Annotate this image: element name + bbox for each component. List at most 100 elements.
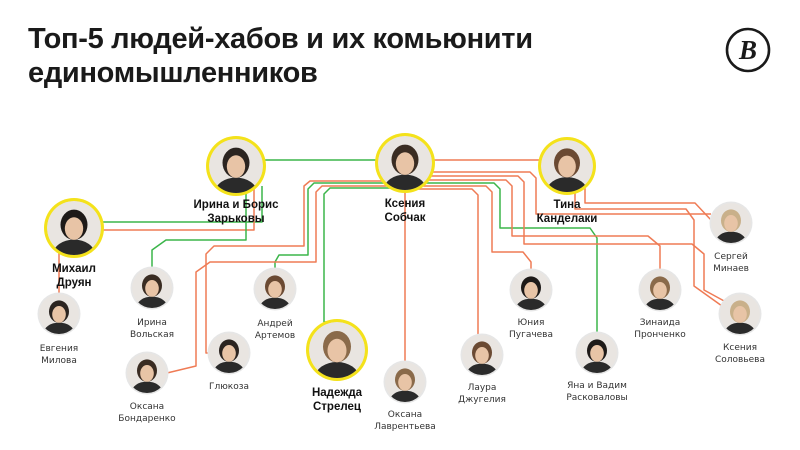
person-name-line: Зинаида xyxy=(639,318,681,328)
person-node-bondarenko[interactable] xyxy=(125,351,169,404)
person-name-line: Артемов xyxy=(254,331,296,341)
person-name-line: Сергей xyxy=(714,252,748,262)
person-node-minaev[interactable] xyxy=(709,201,753,254)
person-name-line: Минаев xyxy=(713,264,749,274)
person-name-line: Лаура xyxy=(467,383,497,393)
person-name-line: Расковаловы xyxy=(566,393,628,403)
person-node-druyan[interactable] xyxy=(44,198,104,269)
portrait-photo xyxy=(209,333,249,373)
person-name-glyukoza: Глюкоза xyxy=(209,381,249,393)
person-name-line: Евгения xyxy=(39,344,79,354)
person-name-line: Зарьковы xyxy=(207,213,265,225)
link-sobchak-raskovalovy xyxy=(424,182,598,333)
person-node-kandelaki[interactable] xyxy=(538,137,596,206)
link-sobchak-artemov xyxy=(274,182,386,269)
person-node-artemov[interactable] xyxy=(253,267,297,320)
portrait-photo xyxy=(209,139,263,193)
person-name-line: Милова xyxy=(41,356,77,366)
link-zarkovy-druyan xyxy=(101,186,263,223)
person-name-line: Андрей xyxy=(257,319,293,329)
link-kandelaki-minaev xyxy=(584,186,712,221)
person-name-line: Бондаренко xyxy=(118,414,176,424)
person-node-glyukoza[interactable] xyxy=(207,331,251,384)
person-name-line: Надежда xyxy=(311,387,363,399)
person-name-line: Стрелец xyxy=(313,401,361,413)
person-name-line: Ирина и Борис xyxy=(193,199,279,211)
portrait-photo xyxy=(132,268,172,308)
person-node-zarkovy[interactable] xyxy=(206,136,266,207)
person-name-line: Лаврентьева xyxy=(374,422,436,432)
title-line-2: единомышленников xyxy=(28,57,318,89)
person-name-line: Пугачева xyxy=(508,330,554,340)
person-name-line: Ксения xyxy=(384,198,426,210)
link-sobchak-pugacheva xyxy=(420,185,532,270)
portrait-photo xyxy=(640,270,680,310)
link-sobchak-solovyeva xyxy=(430,175,727,303)
person-name-line: Ксения xyxy=(722,343,758,353)
portrait-photo xyxy=(462,335,502,375)
person-name-line: Тина xyxy=(553,199,581,211)
person-name-line: Канделаки xyxy=(536,213,598,225)
portrait-photo xyxy=(309,322,365,378)
person-name-line: Собчак xyxy=(384,212,426,224)
person-name-line: Михаил xyxy=(52,263,96,275)
link-sobchak-bondarenko xyxy=(166,185,389,374)
link-sobchak-glyukoza xyxy=(205,180,383,354)
portrait-photo xyxy=(39,294,79,334)
link-sobchak-strelets xyxy=(323,187,393,323)
person-node-volskaya[interactable] xyxy=(130,266,174,319)
person-name-line: Вольская xyxy=(129,330,175,340)
person-node-dzhugeliya[interactable] xyxy=(460,333,504,386)
person-name-line: Друян xyxy=(56,277,92,289)
person-node-solovyeva[interactable] xyxy=(718,292,762,345)
logo-glyph: B xyxy=(738,35,757,65)
portrait-photo xyxy=(511,270,551,310)
portrait-photo xyxy=(47,201,101,255)
portrait-photo xyxy=(577,333,617,373)
person-name-line: Соловьева xyxy=(714,355,766,365)
title-line-1: Топ-5 людей-хабов и их комьюнити xyxy=(28,23,533,55)
portrait-photo xyxy=(127,353,167,393)
link-zarkovy-volskaya xyxy=(151,190,247,268)
person-name-line: Глюкоза xyxy=(208,382,250,392)
person-node-strelets[interactable] xyxy=(306,319,368,393)
connection-lines xyxy=(58,159,727,374)
person-node-milova[interactable] xyxy=(37,292,81,345)
link-sobchak-minaev xyxy=(432,171,711,215)
portrait-photo xyxy=(720,294,760,334)
person-name-line: Юния xyxy=(517,318,545,328)
person-name-line: Яна и Вадим xyxy=(567,381,627,391)
person-node-pronchenko[interactable] xyxy=(638,268,682,321)
portrait-photo xyxy=(378,136,432,190)
portrait-photo xyxy=(385,362,425,402)
link-sobchak-pronchenko xyxy=(427,179,661,270)
person-name-line: Джугелия xyxy=(458,395,506,405)
person-name-line: Оксана xyxy=(387,410,423,420)
portrait-photo xyxy=(541,140,593,192)
link-kandelaki-solovyeva xyxy=(574,190,723,307)
person-name-line: Ирина xyxy=(137,318,167,328)
person-node-pugacheva[interactable] xyxy=(509,268,553,321)
person-node-sobchak[interactable] xyxy=(375,133,435,204)
person-node-raskovalovy[interactable] xyxy=(575,331,619,384)
publication-monogram-icon: B xyxy=(725,27,771,73)
person-node-lavrentyeva[interactable] xyxy=(383,360,427,413)
portrait-photo xyxy=(255,269,295,309)
